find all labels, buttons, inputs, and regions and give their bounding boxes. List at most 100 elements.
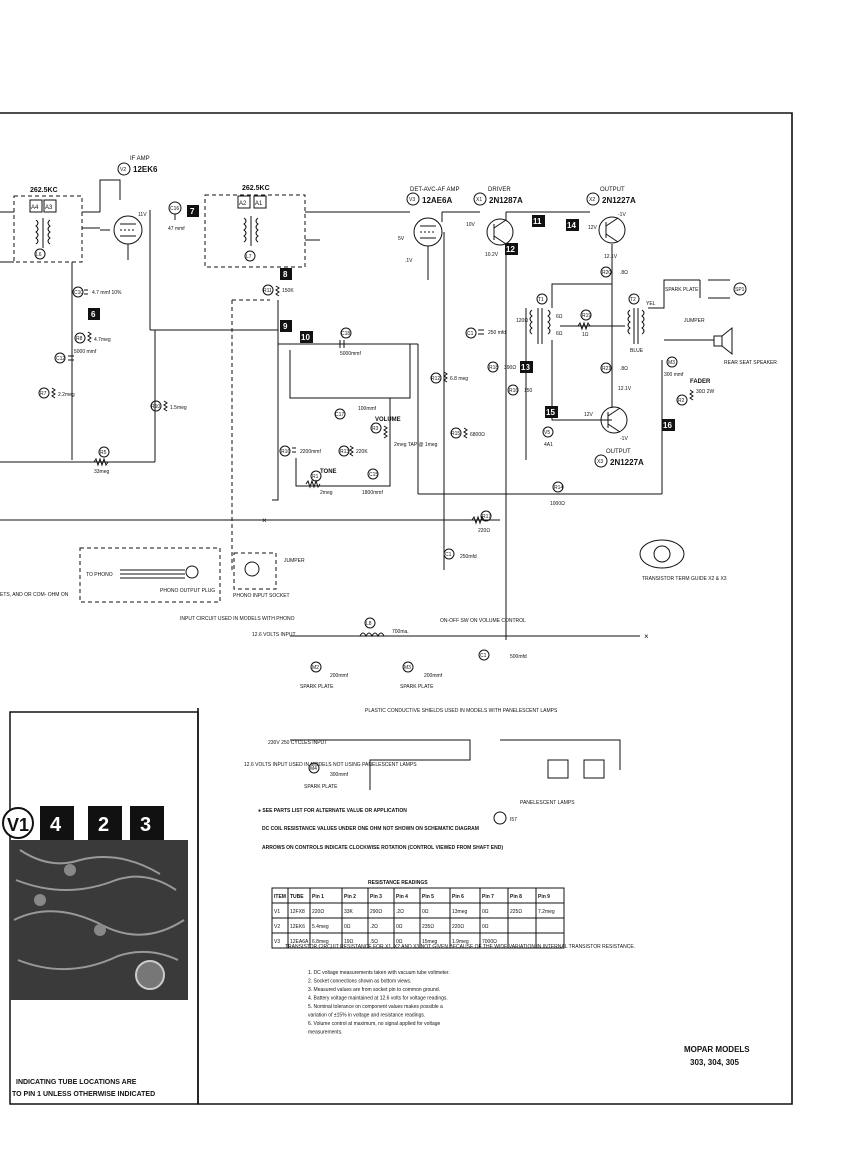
svg-text:2meg: 2meg <box>320 490 333 496</box>
input-12v-label: 12.6 VOLTS INPUT <box>252 632 296 638</box>
phono-socket-box <box>233 552 277 590</box>
panelescent-lamp-2 <box>583 759 605 779</box>
x2-role: OUTPUT <box>600 187 625 193</box>
test-point-6 <box>88 308 100 320</box>
svg-text:5000mmf: 5000mmf <box>340 351 361 357</box>
m2-cap: M2 200mmf SPARK PLATE <box>300 661 349 690</box>
test-point-11 <box>532 215 545 227</box>
r2-fader: R2 FADER 30Ω 2W <box>676 379 714 406</box>
table-cell: V1 <box>274 909 280 915</box>
svg-text:SPARK PLATE: SPARK PLATE <box>400 684 434 690</box>
svg-text:1.5meg: 1.5meg <box>170 405 187 411</box>
svg-text:1Ω: 1Ω <box>582 332 589 338</box>
table-cell: 6.8meg <box>312 939 329 945</box>
label-l6: L6 <box>36 252 42 258</box>
r7: R7 2.2meg <box>38 387 75 399</box>
label-l7: L7 <box>246 254 252 260</box>
c18: C18 5000mmf <box>339 327 361 357</box>
svg-text:1800mmf: 1800mmf <box>362 490 383 496</box>
x3-role: OUTPUT <box>606 449 631 455</box>
left-cut-text: ETS, AND OR COM- OHM ON <box>0 592 69 598</box>
measurement-note-line: 6. Volume control at maximum, no signal … <box>308 1021 441 1027</box>
if-can-mid <box>204 194 306 268</box>
coil-mid <box>243 216 259 246</box>
table-cell: 12EA6A <box>290 939 309 945</box>
svg-text:11V: 11V <box>138 212 147 218</box>
photo-tube-box-2 <box>88 806 122 840</box>
svg-text:30Ω 2W: 30Ω 2W <box>696 389 714 395</box>
svg-text:R8: R8 <box>76 336 83 342</box>
svg-text:R3: R3 <box>372 426 379 432</box>
table-cell: 13meg <box>452 909 468 915</box>
plastic-shields-label: PLASTIC CONDUCTIVE SHIELDS USED IN MODEL… <box>365 708 558 714</box>
svg-text:R1: R1 <box>312 474 319 480</box>
svg-text:150K: 150K <box>282 288 294 294</box>
svg-text:R21: R21 <box>602 366 611 372</box>
table-cell: .2Ω <box>396 909 404 915</box>
svg-text:4.7 mmf 10%: 4.7 mmf 10% <box>92 290 122 296</box>
label-a1: A1 <box>255 201 263 207</box>
measurement-note-line: 3. Measured values are from socket pin t… <box>308 987 440 993</box>
model-title-1: MOPAR MODELS <box>684 1045 750 1054</box>
photo-tube-box-3 <box>130 806 164 840</box>
note-3: ARROWS ON CONTROLS INDICATE CLOCKWISE RO… <box>262 845 503 851</box>
svg-text:R16: R16 <box>509 388 518 394</box>
table-header-cell: Pin 8 <box>510 894 522 900</box>
resistance-footnote: TRANSISTOR CIRCUIT RESISTANCE FOR X1, X2… <box>285 944 635 950</box>
coil-left <box>35 218 51 248</box>
svg-text:2.2meg: 2.2meg <box>58 392 75 398</box>
svg-text:2: 2 <box>98 814 109 836</box>
svg-text:7: 7 <box>190 207 195 216</box>
measurement-note-line: 5. Nominal tolerance on component values… <box>308 1004 443 1010</box>
table-header-cell: TUBE <box>290 894 304 900</box>
r18: R18 390Ω <box>487 361 516 373</box>
table-cell: 0Ω <box>482 924 489 930</box>
onoff-label: ON-OFF SW ON VOLUME CONTROL <box>440 618 526 624</box>
if-freq-mid: 262.5KC <box>242 185 270 192</box>
table-header-cell: Pin 9 <box>538 894 550 900</box>
svg-text:3: 3 <box>140 814 151 836</box>
svg-text:R5: R5 <box>100 450 107 456</box>
tube-location-photo <box>10 840 188 1000</box>
table-cell: .5Ω <box>370 939 378 945</box>
c12: C12 5000 mmf <box>54 349 97 364</box>
test-point-10 <box>300 331 313 343</box>
r10: R10 1.5meg <box>150 400 187 412</box>
table-cell: 7000Ω <box>482 939 497 945</box>
svg-text:R2: R2 <box>678 398 685 404</box>
input-circuit-label: INPUT CIRCUIT USED IN MODELS WITH PHONO <box>180 616 295 622</box>
svg-text:C17: C17 <box>335 412 344 418</box>
resistance-title: RESISTANCE READINGS <box>368 880 428 886</box>
svg-text:C18: C18 <box>341 331 350 337</box>
svg-text:300mmf: 300mmf <box>330 772 349 778</box>
svg-text:6800Ω: 6800Ω <box>470 432 485 438</box>
svg-text:33meg: 33meg <box>94 469 110 475</box>
x2-type: 2N1227A <box>602 196 636 205</box>
svg-text:R16: R16 <box>281 449 290 455</box>
table-cell: 0Ω <box>344 924 351 930</box>
svg-text:TONE: TONE <box>320 469 337 475</box>
r5: R5 33meg <box>93 446 110 475</box>
c1-500: C1 500mfd <box>478 649 527 661</box>
svg-text:SP1: SP1 <box>735 287 745 293</box>
svg-text:BLUE: BLUE <box>630 348 644 354</box>
svg-text:R7: R7 <box>40 391 47 397</box>
note-1: ● SEE PARTS LIST FOR ALTERNATE VALUE OR … <box>258 808 407 814</box>
current-700: 700ma. <box>392 629 409 635</box>
svg-text:.8Ω: .8Ω <box>620 366 628 372</box>
table-cell: 12FX8 <box>290 909 305 915</box>
test-point-16 <box>662 419 675 431</box>
panelescent-label: PANELESCENT LAMPS <box>520 800 575 806</box>
svg-text:SPARK PLATE: SPARK PLATE <box>300 684 334 690</box>
v2-tube-symbol <box>113 215 143 245</box>
c16: C16 47 mmf <box>168 201 185 232</box>
svg-text:R18: R18 <box>489 365 498 371</box>
v2-type: 12EK6 <box>133 165 158 174</box>
svg-text:8: 8 <box>283 270 288 279</box>
model-title-2: 303, 304, 305 <box>690 1058 739 1067</box>
svg-text:10V: 10V <box>466 222 476 228</box>
measurement-note-line: 4. Battery voltage maintained at 12.6 vo… <box>308 996 448 1002</box>
svg-text:10.2V: 10.2V <box>485 252 499 258</box>
